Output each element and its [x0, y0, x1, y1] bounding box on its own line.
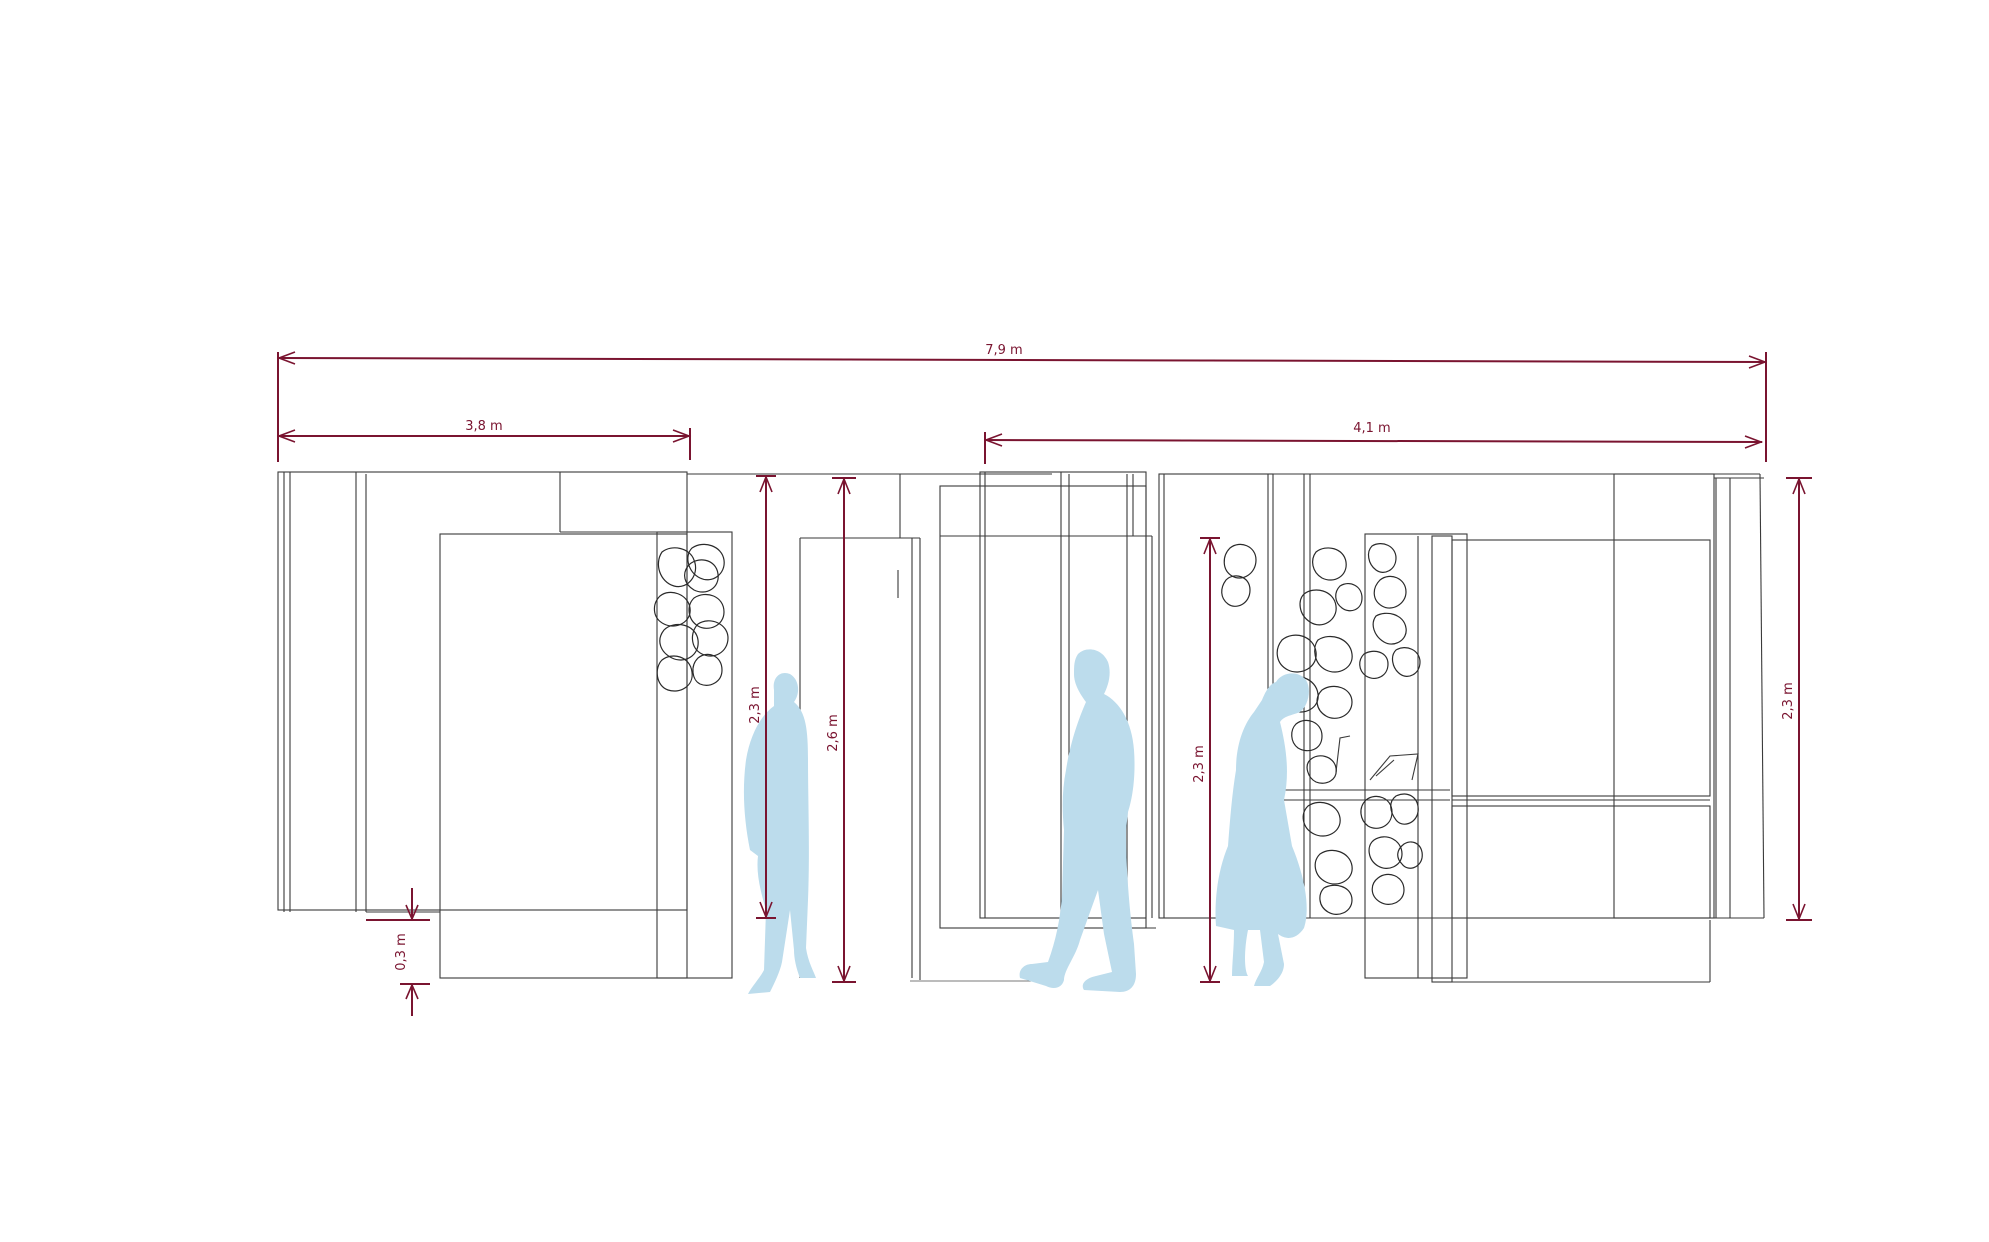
dimension-left-module-width: 3,8 m	[276, 419, 692, 460]
dimension-label-left-module: 3,8 m	[465, 419, 502, 434]
dimension-left-panel-height: 2,3 m	[748, 474, 776, 920]
human-silhouette-woman-left	[743, 672, 816, 994]
center-door-area	[687, 473, 1052, 982]
dimension-label-overall: 7,9 m	[985, 343, 1022, 358]
dimension-floor-clearance: 0,3 m	[366, 888, 430, 1016]
dimension-overall-width: 7,9 m	[276, 343, 1768, 462]
dimension-label-right-panel-height: 2,3 m	[1781, 682, 1796, 719]
dimension-label-right-module: 4,1 m	[1353, 421, 1390, 436]
dimension-right-panel-height: 2,3 m	[1781, 476, 1812, 922]
human-silhouette-man-walking	[1019, 649, 1136, 992]
dimension-label-center-panel-height: 2,3 m	[1192, 745, 1207, 782]
dimension-label-door-height: 2,6 m	[826, 714, 841, 751]
dimension-center-panel-height: 2,3 m	[1192, 536, 1220, 984]
left-pattern-panel	[653, 543, 729, 692]
dimension-right-module-width: 4,1 m	[983, 421, 1764, 464]
right-module	[1158, 473, 1765, 983]
left-module	[277, 471, 733, 979]
dimension-door-height: 2,6 m	[826, 476, 856, 984]
dimension-label-floor-clearance: 0,3 m	[394, 933, 409, 970]
dimension-label-left-panel-height: 2,3 m	[748, 686, 763, 723]
right-pattern-panels	[1221, 543, 1423, 919]
human-silhouette-woman-right	[1215, 673, 1309, 986]
